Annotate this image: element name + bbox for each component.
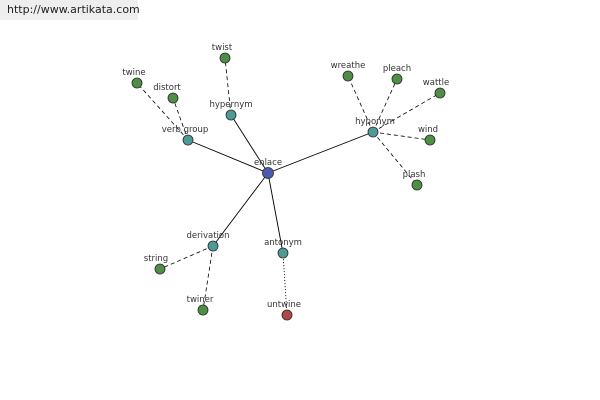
word-node-twiner[interactable]: twiner (187, 295, 214, 316)
center-word-node[interactable]: enlace (254, 158, 282, 179)
word-node-twiner-label: twiner (187, 295, 214, 305)
relation-node-hypernym-dot[interactable] (225, 109, 237, 121)
edge-hyponym-wattle (372, 92, 441, 133)
word-node-plash[interactable]: plash (403, 170, 426, 191)
word-node-untwine-label: untwine (267, 300, 301, 310)
word-node-plash-label: plash (403, 170, 426, 180)
relation-node-antonym[interactable]: antonym (264, 238, 302, 259)
word-node-distort-dot[interactable] (167, 92, 179, 104)
word-node-string-label: string (144, 254, 168, 264)
edge-verb-group-twine (136, 82, 189, 141)
relation-node-hyponym[interactable]: hyponym (355, 117, 395, 138)
word-node-untwine[interactable]: untwine (267, 300, 301, 321)
edge-enlace-hyponym (267, 131, 374, 174)
relation-node-verb-group[interactable]: verb group (162, 125, 209, 146)
word-node-wattle[interactable]: wattle (423, 78, 449, 99)
relation-node-hyponym-dot[interactable] (367, 126, 379, 138)
relation-node-derivation-dot[interactable] (207, 240, 219, 252)
word-node-plash-dot[interactable] (411, 179, 423, 191)
word-node-pleach-label: pleach (383, 64, 411, 74)
edge-enlace-antonym (267, 172, 284, 254)
graph-edges (136, 57, 441, 316)
word-node-wattle-label: wattle (423, 78, 449, 88)
word-node-distort-label: distort (153, 83, 181, 93)
edge-enlace-hypernym (230, 114, 269, 174)
word-node-wind-dot[interactable] (424, 134, 436, 146)
edge-hypernym-twist (224, 57, 232, 116)
edge-hyponym-wreathe (347, 75, 374, 133)
word-node-twist-dot[interactable] (219, 52, 231, 64)
word-node-wind[interactable]: wind (418, 125, 438, 146)
edge-enlace-derivation (212, 172, 269, 247)
relation-node-antonym-dot[interactable] (277, 247, 289, 259)
word-node-distort[interactable]: distort (153, 83, 181, 104)
word-node-twist-label: twist (212, 43, 233, 53)
edge-antonym-untwine (282, 252, 288, 316)
word-node-wreathe-label: wreathe (331, 61, 366, 71)
center-word-node-dot[interactable] (262, 167, 274, 179)
relation-node-derivation-label: derivation (186, 231, 229, 241)
relation-node-hypernym-label: hypernym (209, 100, 252, 110)
relation-node-verb-group-dot[interactable] (182, 134, 194, 146)
relation-node-antonym-label: antonym (264, 238, 302, 248)
edge-hyponym-plash (372, 131, 418, 186)
edge-hyponym-wind (372, 131, 431, 141)
word-node-twine-label: twine (122, 68, 145, 78)
word-node-wind-label: wind (418, 125, 438, 135)
word-node-untwine-dot[interactable] (281, 309, 293, 321)
word-node-wattle-dot[interactable] (434, 87, 446, 99)
relation-node-verb-group-label: verb group (162, 125, 209, 135)
edge-derivation-string (159, 245, 214, 270)
word-node-wreathe-dot[interactable] (342, 70, 354, 82)
word-node-twine[interactable]: twine (122, 68, 146, 89)
word-node-pleach[interactable]: pleach (383, 64, 411, 85)
relation-node-derivation[interactable]: derivation (186, 231, 230, 252)
word-node-string[interactable]: string (144, 254, 168, 275)
word-node-pleach-dot[interactable] (391, 73, 403, 85)
graph-nodes: hypernym twist verb group twine distort hypon… (122, 43, 449, 321)
relation-node-hypernym[interactable]: hypernym (209, 100, 253, 121)
edge-verb-group-distort (172, 97, 189, 141)
url-banner[interactable]: http://www.artikata.com (0, 0, 140, 20)
relation-node-hyponym-label: hyponym (355, 117, 395, 127)
edge-hyponym-pleach (372, 78, 398, 133)
word-node-twiner-dot[interactable] (197, 304, 209, 316)
word-node-twine-dot[interactable] (131, 77, 143, 89)
word-node-string-dot[interactable] (154, 263, 166, 275)
edge-enlace-verb-group (187, 139, 269, 174)
edge-derivation-twiner (202, 245, 214, 311)
center-word-node-label: enlace (254, 158, 282, 168)
word-node-twist[interactable]: twist (212, 43, 233, 64)
word-node-wreathe[interactable]: wreathe (331, 61, 366, 82)
